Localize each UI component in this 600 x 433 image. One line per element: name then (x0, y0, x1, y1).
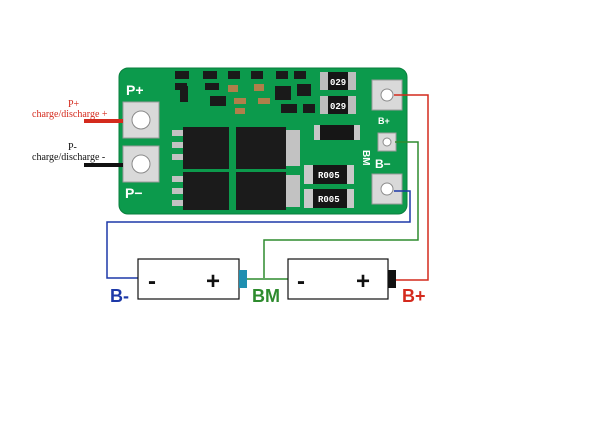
b-plus-tiny-label: B+ (378, 116, 390, 126)
p-plus-side-label-1: P+ (68, 99, 80, 110)
mosfet-components (172, 127, 300, 210)
b-plus-pad (371, 79, 403, 111)
resistor-r005-middle: R005 (304, 165, 354, 184)
battery-cell-left-plus: + (206, 268, 220, 295)
p-plus-side-label-2: charge/discharge + (32, 109, 108, 120)
battery-cell-right: - + (287, 258, 396, 300)
bms-pcb-board: P+ P− 029 (118, 67, 408, 215)
battery-cell-left: - + (137, 258, 247, 300)
small-smd-components (175, 71, 315, 114)
p-minus-pcb-label: P− (125, 185, 143, 201)
p-minus-side-label-2: charge/discharge - (32, 152, 105, 163)
p-plus-pcb-label: P+ (126, 82, 144, 98)
bm-wire-green-top (263, 141, 419, 278)
resistor-r005-bottom: R005 (304, 189, 354, 208)
battery-cell-right-minus: - (297, 268, 305, 295)
battery-cell-left-minus: - (148, 268, 156, 295)
p-minus-side-label-1: P- (68, 142, 77, 153)
resistor-r005-bottom-label: R005 (318, 195, 340, 205)
battery-cell-right-terminal (388, 270, 396, 288)
capacitor-component (318, 125, 356, 140)
b-minus-pad (371, 173, 403, 205)
resistor-029-top: 029 (320, 72, 356, 90)
bm-pad (377, 132, 397, 152)
resistor-r005-middle-label: R005 (318, 171, 340, 181)
b-plus-terminal-label: B+ (402, 286, 426, 306)
resistor-029-second: 029 (320, 96, 356, 114)
b-minus-wire (106, 190, 411, 279)
bm-terminal-label: BM (252, 286, 280, 306)
battery-cell-left-terminal (239, 270, 247, 288)
b-plus-wire (394, 94, 429, 281)
p-plus-pad (122, 101, 160, 139)
battery-cell-right-plus: + (356, 268, 370, 295)
b-minus-pcb-label: B− (375, 157, 391, 171)
p-minus-pad (122, 145, 160, 183)
resistor-029-top-label: 029 (330, 78, 346, 88)
bm-vertical-label: BM (360, 150, 371, 166)
resistor-029-second-label: 029 (330, 102, 346, 112)
b-minus-terminal-label: B- (110, 286, 129, 306)
